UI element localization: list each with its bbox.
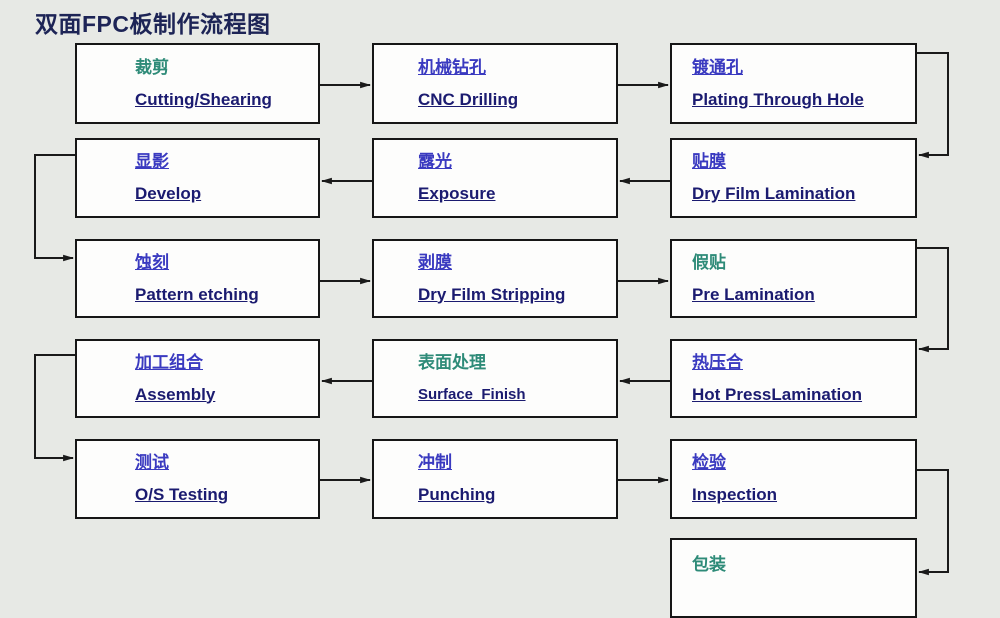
step-label-en: Hot PressLamination [692,384,863,404]
flow-step-cutting: 裁剪 Cutting/Shearing [75,43,320,124]
flow-step-punching: 冲制 Punching [372,439,618,519]
step-label-en: Surface Finish [418,385,526,403]
flow-step-pattern-etching: 蚀刻 Pattern etching [75,239,320,318]
flow-step-pre-lamination: 假贴 Pre Lamination [670,239,917,318]
step-label-en: Pattern etching [135,284,259,304]
flow-step-surface-finish: 表面处理 Surface Finish [372,339,618,418]
flow-step-dry-film-lamination: 贴膜 Dry Film Lamination [670,138,917,218]
step-label-en: Plating Through Hole [692,89,864,109]
step-label-en: O/S Testing [135,485,229,504]
step-label-zh: 露光 [418,152,452,171]
flow-step-exposure: 露光 Exposure [372,138,618,218]
arrow-inspection-to-packing [917,469,949,576]
flow-step-dry-film-stripping: 剥膜 Dry Film Stripping [372,239,618,318]
step-label-zh: 蚀刻 [135,252,169,272]
flow-step-inspection: 检验 Inspection [670,439,917,519]
step-label-zh: 贴膜 [692,152,726,171]
step-label-zh: 热压合 [692,352,743,372]
flow-step-hot-press-lamination: 热压合 Hot PressLamination [670,339,917,418]
flow-step-plating-through-hole: 镀通孔 Plating Through Hole [670,43,917,124]
arrow-develop-to-etching [34,154,75,262]
step-label-en: Exposure [418,184,496,203]
flow-step-develop: 显影 Develop [75,138,320,218]
step-label-zh: 包装 [692,555,726,574]
arrow-assembly-to-testing [34,354,75,462]
step-label-zh: 表面处理 [418,352,486,372]
step-label-zh: 镀通孔 [692,57,743,77]
step-label-zh: 显影 [135,152,169,171]
flow-step-packing: 包装 [670,538,917,618]
step-label-en: Assembly [135,384,216,404]
step-label-zh: 裁剪 [135,57,169,77]
step-label-en: Inspection [692,485,778,504]
step-label-en: Dry Film Stripping [418,284,566,304]
step-label-zh: 假贴 [692,252,726,272]
flow-step-cnc-drilling: 机械钻孔 CNC Drilling [372,43,618,124]
arrow-pth-to-dry-film-lamination [917,52,949,159]
step-label-zh: 剥膜 [418,252,452,272]
step-label-en: Cutting/Shearing [135,89,272,109]
step-label-en: Develop [135,184,202,203]
step-label-zh: 机械钻孔 [418,57,486,77]
step-label-zh: 检验 [692,453,726,472]
step-label-en: Dry Film Lamination [692,184,856,203]
flow-step-assembly: 加工组合 Assembly [75,339,320,418]
step-label-en: Pre Lamination [692,284,815,304]
step-label-en: Punching [418,485,496,504]
step-label-zh: 冲制 [418,453,452,472]
arrow-pre-lamination-to-hot-press [917,247,949,353]
page-title: 双面FPC板制作流程图 [35,11,271,37]
step-label-zh: 测试 [135,453,169,472]
step-label-en: CNC Drilling [418,89,519,109]
step-label-zh: 加工组合 [135,352,203,372]
flow-step-os-testing: 测试 O/S Testing [75,439,320,519]
